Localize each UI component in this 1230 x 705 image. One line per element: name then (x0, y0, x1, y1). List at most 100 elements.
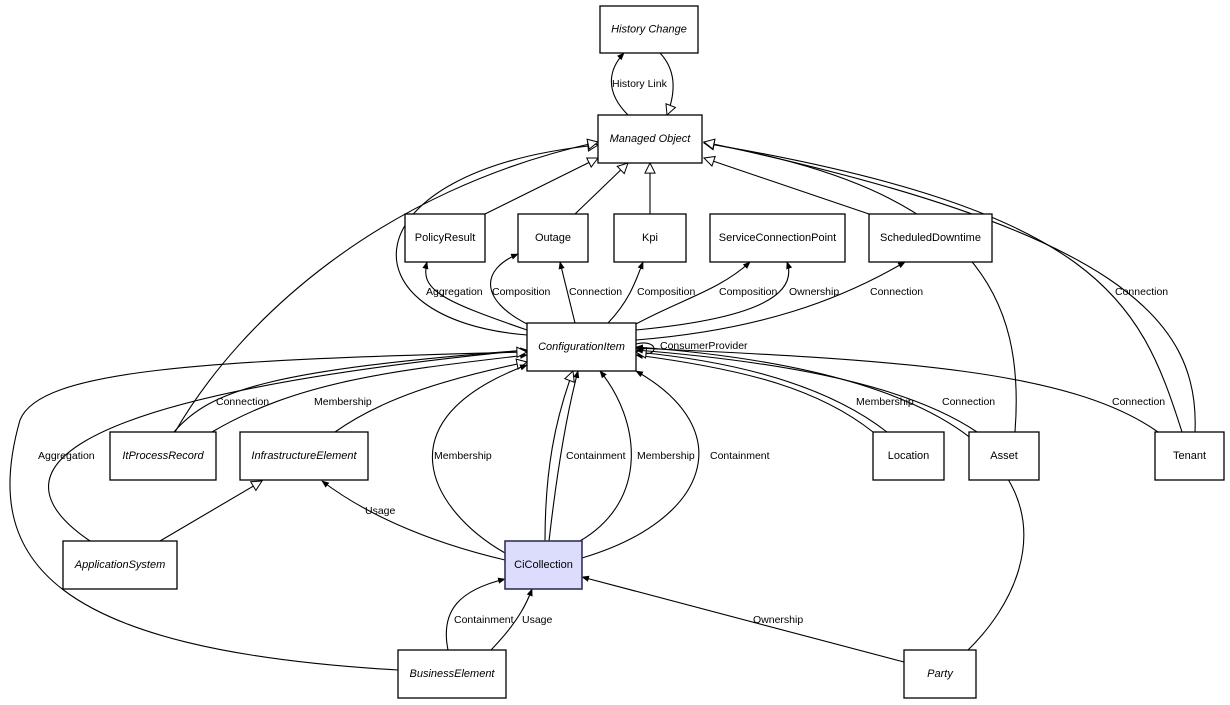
class-node-service-connection-point[interactable]: ServiceConnectionPoint (709, 213, 846, 263)
edge-label: Connection (1115, 286, 1168, 298)
association-arrow (321, 480, 506, 561)
edge-application-system-to-infrastructure-element (9, 352, 527, 671)
class-box (1154, 431, 1225, 481)
class-name: ScheduledDowntime (880, 232, 981, 244)
class-node-scheduled-downtime[interactable]: ScheduledDowntime (868, 213, 993, 263)
class-node-asset[interactable]: Asset (968, 431, 1040, 481)
edge-configuration-item-to-service-connection-point (635, 261, 793, 331)
generalization-arrow (704, 142, 1196, 433)
edge-infrastructure-element-to-configuration-item (334, 362, 527, 433)
class-node-business-element[interactable]: BusinessElement (397, 649, 507, 699)
class-node-policy-result[interactable]: PolicyResult (404, 213, 486, 263)
edge-configuration-item-to-service-connection-point (635, 261, 751, 325)
class-node-party[interactable]: Party (903, 649, 977, 699)
edge-label: Connection (1112, 396, 1165, 408)
generalization-arrow (704, 158, 870, 215)
class-name: Party (927, 668, 954, 680)
edge-ci-collection-to-configuration-item (579, 370, 632, 542)
edge-label: Membership (434, 450, 492, 462)
class-name: InfrastructureElement (251, 450, 357, 462)
class-node-location[interactable]: Location (872, 431, 945, 481)
edge-label: Membership (637, 450, 695, 462)
edge-ci-collection-to-configuration-item (548, 370, 580, 542)
edge-business-element-to-configuration-item (159, 481, 262, 542)
class-box (599, 5, 699, 54)
class-node-tenant[interactable]: Tenant (1154, 431, 1225, 481)
class-box (903, 649, 977, 699)
class-box (109, 431, 217, 481)
class-name: Tenant (1173, 450, 1206, 462)
edge-asset-to-configuration-item (635, 347, 978, 433)
association-arrow (703, 141, 1183, 433)
edge-configuration-item-to-outage (490, 253, 528, 325)
edge-label: Composition (637, 286, 696, 298)
edge-location-to-configuration-item (636, 352, 888, 433)
generalization-arrow (574, 163, 628, 215)
edge-party-to-configuration-item (635, 344, 1025, 651)
edge-label: Composition (719, 286, 778, 298)
association-arrow (48, 347, 528, 542)
class-node-managed-object[interactable]: Managed Object (597, 114, 703, 164)
class-node-history-change[interactable]: History Change (599, 5, 699, 54)
association-arrow (581, 370, 700, 559)
edge-label: Usage (522, 614, 553, 626)
association-arrow (635, 261, 751, 325)
class-node-kpi[interactable]: Kpi (613, 213, 687, 263)
association-arrow (422, 261, 528, 331)
edge-outage-to-managed-object (574, 163, 628, 215)
edge-label: Connection (870, 286, 923, 298)
class-node-outage[interactable]: Outage (517, 213, 589, 263)
class-name: PolicyResult (415, 232, 476, 244)
association-arrow (635, 344, 1025, 651)
association-arrow (581, 575, 905, 663)
class-box (517, 213, 589, 263)
class-node-it-process-record[interactable]: ItProcessRecord (109, 431, 217, 481)
generalization-arrow (484, 158, 598, 215)
class-name: Kpi (642, 232, 658, 244)
edge-label: Composition (492, 286, 551, 298)
edge-label: Ownership (789, 286, 839, 298)
generalization-arrow (544, 371, 573, 542)
edge-label: History Link (612, 78, 668, 90)
edge-tenant-to-managed-object (703, 141, 1183, 433)
class-box (504, 540, 583, 590)
class-name: Location (888, 450, 930, 462)
class-box (526, 322, 637, 372)
class-box (404, 213, 486, 263)
class-name: ItProcessRecord (122, 450, 204, 462)
edge-it-process-record-to-managed-object (174, 142, 598, 433)
class-node-ci-collection[interactable]: CiCollection (504, 540, 583, 590)
edge-label: Membership (856, 396, 914, 408)
edge-configuration-item-to-policy-result (422, 261, 528, 331)
edge-ci-collection-to-infrastructure-element (321, 480, 506, 561)
edge-business-element-to-ci-collection (445, 577, 506, 651)
edge-policy-result-to-managed-object (484, 158, 598, 215)
edge-it-process-record-to-configuration-item (211, 352, 528, 433)
class-box (397, 649, 507, 699)
edge-label: Containment (566, 450, 626, 462)
association-arrow (548, 370, 580, 542)
edge-configuration-item-to-scheduled-downtime (635, 261, 906, 341)
class-node-infrastructure-element[interactable]: InfrastructureElement (239, 431, 369, 481)
class-name: Outage (535, 232, 571, 244)
class-node-application-system[interactable]: ApplicationSystem (62, 540, 178, 590)
edge-ci-collection-to-configuration-item (581, 370, 700, 559)
class-box (597, 114, 703, 164)
class-name: ServiceConnectionPoint (719, 232, 836, 244)
association-arrow (635, 347, 978, 433)
class-box (709, 213, 846, 263)
generalization-arrow (636, 352, 888, 433)
edge-scheduled-downtime-to-managed-object (704, 158, 870, 215)
edge-label: Aggregation (38, 450, 95, 462)
edge-ci-collection-to-configuration-item (431, 364, 528, 554)
class-box (613, 213, 687, 263)
class-name: CiCollection (514, 559, 573, 571)
edge-configuration-item-to-managed-object (395, 145, 598, 336)
generalization-arrow (659, 52, 673, 115)
class-box (872, 431, 945, 481)
class-node-configuration-item[interactable]: ConfigurationItem (526, 322, 637, 372)
edge-ci-collection-to-configuration-item (544, 371, 573, 542)
association-arrow (579, 370, 632, 542)
edge-label: Containment (710, 450, 770, 462)
